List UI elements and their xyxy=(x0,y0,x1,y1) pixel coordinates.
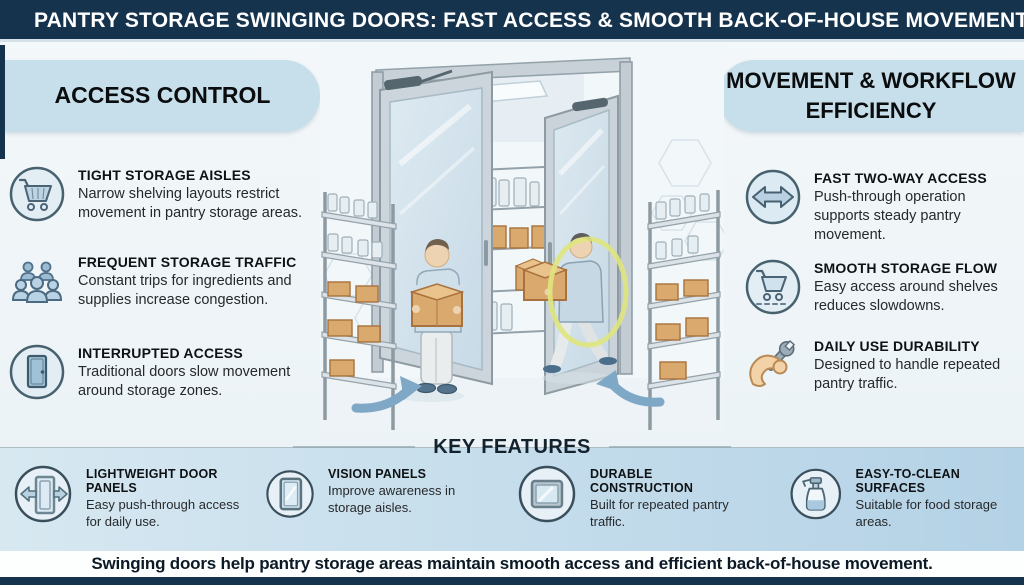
vision-panel-icon xyxy=(266,470,314,518)
swinging-doors-illustration xyxy=(320,44,724,434)
list-item: DURABLE CONSTRUCTION Built for repeated … xyxy=(516,463,768,531)
footer: Swinging doors help pantry storage areas… xyxy=(0,551,1024,577)
door-icon xyxy=(9,344,65,400)
key-features-title: KEY FEATURES xyxy=(433,435,591,458)
flow-arrow-right xyxy=(596,370,665,407)
list-item: FREQUENT STORAGE TRAFFIC Constant trips … xyxy=(8,252,320,310)
item-title: INTERRUPTED ACCESS xyxy=(78,345,243,361)
flow-arrow-left xyxy=(351,376,422,413)
people-group-icon xyxy=(11,261,63,303)
list-item: INTERRUPTED ACCESS Traditional doors slo… xyxy=(8,343,320,401)
rolling-cart-icon xyxy=(745,259,801,315)
cardboard-box xyxy=(409,283,465,327)
item-title: TIGHT STORAGE AISLES xyxy=(78,167,251,183)
cardboard-box xyxy=(521,261,569,301)
item-desc: Suitable for food storage areas. xyxy=(855,497,998,529)
item-title: DAILY USE DURABILITY xyxy=(814,338,980,354)
list-item: FAST TWO-WAY ACCESS Push-through operati… xyxy=(744,168,1016,245)
item-title: DURABLE CONSTRUCTION xyxy=(590,467,694,495)
swing-highlight-ring xyxy=(547,236,629,348)
list-item: VISION PANELS Improve awareness in stora… xyxy=(264,463,496,525)
list-item: DAILY USE DURABILITY Designed to handle … xyxy=(744,336,1016,394)
item-desc: Designed to handle repeated pantry traff… xyxy=(814,357,1001,393)
list-item: SMOOTH STORAGE FLOW Easy access around s… xyxy=(744,258,1016,316)
list-item: EASY-TO-CLEAN SURFACES Suitable for food… xyxy=(788,463,1018,531)
shopping-cart-icon xyxy=(9,166,65,222)
item-title: VISION PANELS xyxy=(328,467,427,481)
list-item: TIGHT STORAGE AISLES Narrow shelving lay… xyxy=(8,165,320,223)
right-shelf-unit xyxy=(647,190,721,430)
item-title: FAST TWO-WAY ACCESS xyxy=(814,170,987,186)
two-way-arrow-icon xyxy=(745,169,801,225)
left-shelf-unit xyxy=(321,192,397,430)
item-desc: Built for repeated pantry traffic. xyxy=(590,497,729,529)
door-closer xyxy=(384,75,422,91)
item-desc: Constant trips for ingredients and suppl… xyxy=(78,273,292,309)
item-title: EASY-TO-CLEAN SURFACES xyxy=(855,467,960,495)
key-features-titlebar: KEY FEATURES xyxy=(0,433,1024,461)
durable-panel-icon xyxy=(518,465,576,523)
page-title: PANTRY STORAGE SWINGING DOORS: FAST ACCE… xyxy=(0,0,1024,42)
muscle-wrench-icon xyxy=(749,339,796,387)
worker-right xyxy=(521,233,617,384)
item-title: FREQUENT STORAGE TRAFFIC xyxy=(78,254,297,270)
item-desc: Narrow shelving layouts restrict movemen… xyxy=(78,186,303,222)
item-desc: Improve awareness in storage aisles. xyxy=(328,483,456,515)
item-desc: Push-through operation supports steady p… xyxy=(814,189,966,244)
divider xyxy=(293,446,416,448)
footer-tagline: Swinging doors help pantry storage areas… xyxy=(91,554,933,573)
item-desc: Traditional doors slow movement around s… xyxy=(78,364,291,400)
worker-left xyxy=(400,239,465,402)
key-features-band xyxy=(0,447,1024,552)
door-closer xyxy=(572,97,608,112)
item-desc: Easy access around shelves reduces slowd… xyxy=(814,279,998,315)
item-title: LIGHTWEIGHT DOOR PANELS xyxy=(86,467,218,495)
item-title: SMOOTH STORAGE FLOW xyxy=(814,260,998,276)
spray-bottle-icon xyxy=(790,468,842,520)
bottom-accent-bar xyxy=(0,577,1024,585)
item-desc: Easy push-through access for daily use. xyxy=(86,497,240,529)
door-arrows-icon xyxy=(14,465,72,523)
divider xyxy=(608,446,731,448)
right-section-title: MOVEMENT & WORKFLOW EFFICIENCY xyxy=(718,60,1024,132)
list-item: LIGHTWEIGHT DOOR PANELS Easy push-throug… xyxy=(12,463,254,531)
left-accent-bar xyxy=(0,45,5,159)
left-section-title: ACCESS CONTROL xyxy=(5,60,320,132)
